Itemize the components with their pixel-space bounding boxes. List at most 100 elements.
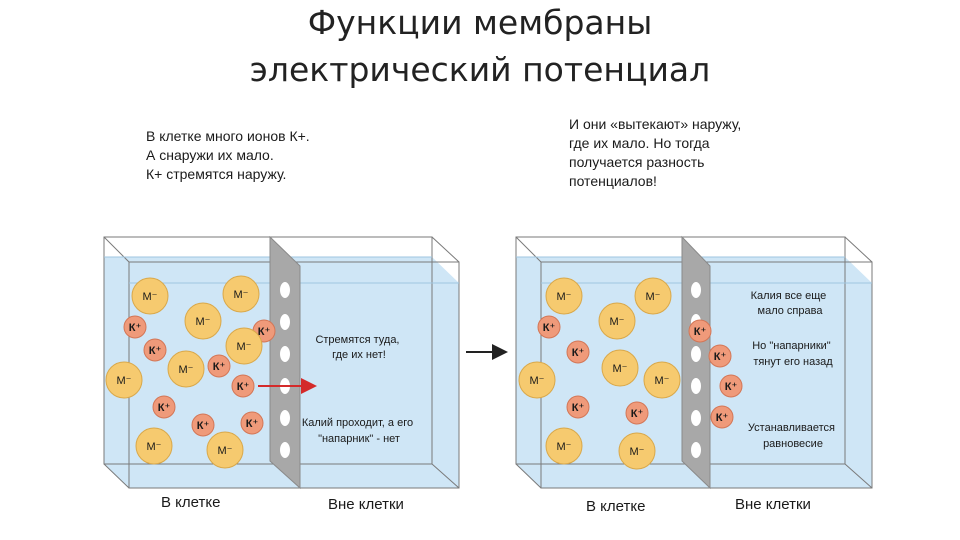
note-right-line-1: И они «вытекают» наружу,	[569, 116, 742, 132]
left-potassium-ion-label: К⁺	[129, 322, 142, 334]
right-potassium-ion: К⁺	[566, 395, 590, 419]
right-anion-label: М⁻	[557, 291, 572, 303]
right-text-3: Устанавливается равновесие	[748, 422, 838, 450]
right-anion-circle	[643, 361, 681, 399]
left-tank: М⁻М⁻М⁻К⁺К⁺К⁺М⁻М⁻К⁺М⁻К⁺К⁺К⁺К⁺М⁻М⁻ Стремят…	[103, 235, 460, 490]
left-potassium-ion-label: К⁺	[149, 345, 162, 357]
right-potassium-ion: К⁺	[625, 401, 649, 425]
left-anion-label: М⁻	[117, 375, 132, 387]
right-anion-label: М⁻	[630, 446, 645, 458]
right-potassium-ion-circle	[719, 374, 743, 398]
right-anion: М⁻	[598, 302, 636, 340]
right-potassium-ion-label: К⁺	[725, 381, 738, 393]
right-anion-circle	[598, 302, 636, 340]
left-potassium-ion: К⁺	[231, 374, 255, 398]
left-anion: М⁻	[206, 431, 244, 469]
right-potassium-ion-circle	[537, 315, 561, 339]
left-potassium-ion: К⁺	[191, 413, 215, 437]
right-anion: М⁻	[643, 361, 681, 399]
note-left-line-3: К+ стремятся наружу.	[146, 166, 287, 182]
right-label-inside: В клетке	[586, 498, 646, 515]
left-anion-circle	[222, 275, 260, 313]
right-potassium-ion-circle	[688, 319, 712, 343]
left-anion: М⁻	[135, 427, 173, 465]
left-potassium-ion: К⁺	[152, 395, 176, 419]
left-anion: М⁻	[222, 275, 260, 313]
left-potassium-ion-circle	[240, 411, 264, 435]
left-anion-circle	[167, 350, 205, 388]
left-anion-circle	[184, 302, 222, 340]
right-tank: М⁻М⁻М⁻К⁺К⁺М⁻М⁻М⁻К⁺К⁺М⁻М⁻К⁺К⁺К⁺К⁺ Калия в…	[515, 235, 873, 490]
left-label-outside: Вне клетки	[328, 496, 404, 513]
slide-title-line-2: электрический потенциал	[249, 50, 711, 89]
left-potassium-ion-circle	[231, 374, 255, 398]
right-potassium-ion-circle	[710, 405, 734, 429]
right-anion: М⁻	[545, 427, 583, 465]
right-anion: М⁻	[618, 432, 656, 470]
left-anion-circle	[131, 277, 169, 315]
right-anion-circle	[634, 277, 672, 315]
left-anion-circle	[135, 427, 173, 465]
left-anion-label: М⁻	[179, 364, 194, 376]
left-text-2: Калий проходит, а его "напарник" - нет	[302, 417, 416, 445]
right-anion-label: М⁻	[557, 441, 572, 453]
right-anion-label: М⁻	[613, 363, 628, 375]
right-anion-label: М⁻	[610, 316, 625, 328]
right-text-3-line-1: Устанавливается	[748, 422, 835, 434]
left-potassium-ion-label: К⁺	[246, 418, 259, 430]
right-potassium-ion: К⁺	[566, 340, 590, 364]
right-anion-circle	[601, 349, 639, 387]
left-anion-label: М⁻	[234, 289, 249, 301]
left-potassium-ion: К⁺	[143, 338, 167, 362]
right-potassium-ion: К⁺	[708, 344, 732, 368]
right-text-1-line-1: Калия все еще	[751, 290, 827, 302]
left-anion-label: М⁻	[237, 341, 252, 353]
right-potassium-ion-label: К⁺	[694, 326, 707, 338]
right-anion: М⁻	[545, 277, 583, 315]
left-anion: М⁻	[184, 302, 222, 340]
left-text-1-line-2: где их нет!	[332, 349, 386, 361]
right-ions: М⁻М⁻М⁻К⁺К⁺М⁻М⁻М⁻К⁺К⁺М⁻М⁻К⁺К⁺К⁺К⁺	[518, 277, 743, 470]
right-potassium-ion-label: К⁺	[631, 408, 644, 420]
left-potassium-ion-label: К⁺	[158, 402, 171, 414]
left-anion-circle	[225, 327, 263, 365]
right-anion-circle	[618, 432, 656, 470]
note-left-line-2: А снаружи их мало.	[146, 147, 274, 163]
right-text-2-line-1: Но "напарники"	[752, 340, 831, 352]
left-text-2-line-1: Калий проходит, а его	[302, 417, 413, 429]
left-anion-circle	[206, 431, 244, 469]
left-potassium-ion: К⁺	[123, 315, 147, 339]
right-membrane	[681, 235, 711, 490]
left-potassium-ion-label: К⁺	[213, 361, 226, 373]
right-text-1: Калия все еще мало справа	[751, 290, 830, 317]
left-ions: М⁻М⁻М⁻К⁺К⁺К⁺М⁻М⁻К⁺М⁻К⁺К⁺К⁺К⁺М⁻М⁻	[105, 275, 276, 469]
left-anion: М⁻	[167, 350, 205, 388]
left-potassium-ion: К⁺	[207, 354, 231, 378]
right-potassium-ion: К⁺	[710, 405, 734, 429]
note-right-line-4: потенциалов!	[569, 173, 657, 189]
right-potassium-ion-circle	[566, 395, 590, 419]
right-membrane-pores	[691, 282, 701, 458]
slide-title-line-1: Функции мембраны	[307, 3, 653, 42]
right-potassium-ion-label: К⁺	[716, 412, 729, 424]
right-text-1-line-2: мало справа	[758, 305, 824, 317]
right-potassium-ion-label: К⁺	[714, 351, 727, 363]
right-potassium-ion: К⁺	[688, 319, 712, 343]
left-potassium-ion-circle	[143, 338, 167, 362]
right-anion: М⁻	[601, 349, 639, 387]
left-potassium-ion: К⁺	[240, 411, 264, 435]
right-anion-label: М⁻	[530, 375, 545, 387]
right-potassium-ion: К⁺	[719, 374, 743, 398]
note-left: В клетке много ионов К+. А снаружи их ма…	[146, 127, 310, 184]
right-potassium-ion: К⁺	[537, 315, 561, 339]
left-anion: М⁻	[105, 361, 143, 399]
note-right: И они «вытекают» наружу, где их мало. Но…	[569, 115, 741, 191]
right-potassium-ion-circle	[566, 340, 590, 364]
right-potassium-ion-circle	[708, 344, 732, 368]
right-anion-circle	[545, 277, 583, 315]
left-anion-label: М⁻	[196, 316, 211, 328]
left-potassium-ion-circle	[152, 395, 176, 419]
right-anion: М⁻	[634, 277, 672, 315]
left-anion-circle	[105, 361, 143, 399]
